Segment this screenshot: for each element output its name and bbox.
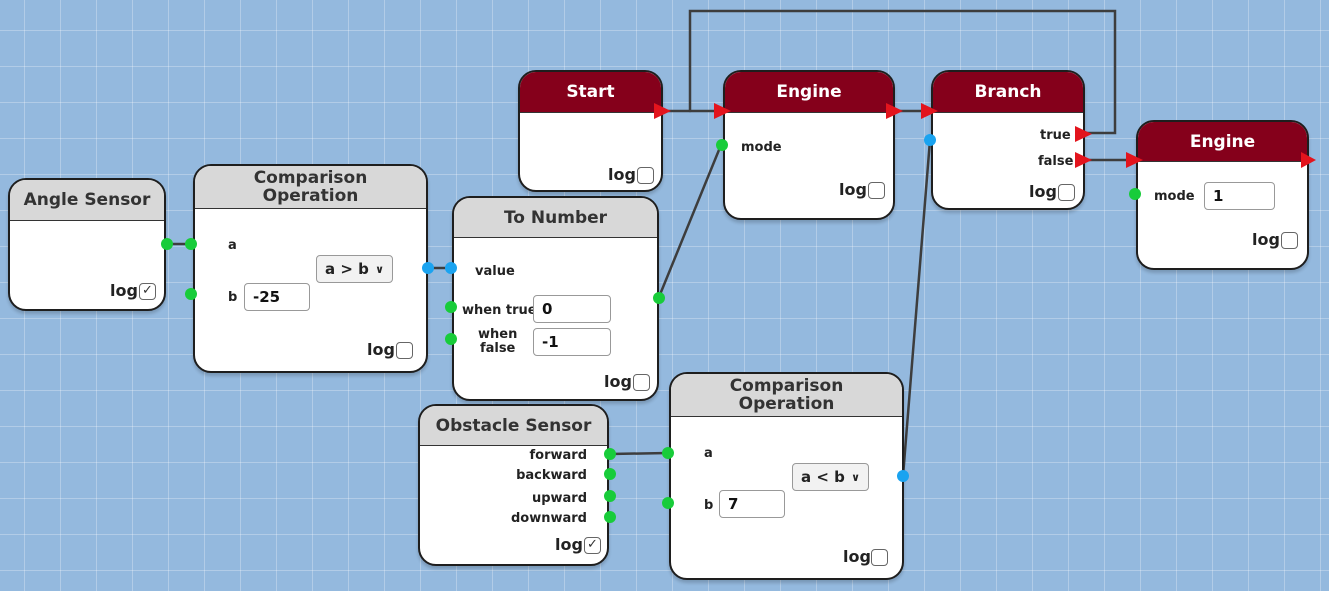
b-value-input[interactable]: -25 — [244, 283, 310, 311]
operator-select[interactable]: a > b ∨ — [316, 255, 393, 283]
when-false-input[interactable]: -1 — [533, 328, 611, 356]
flow-output-false[interactable] — [1075, 152, 1092, 168]
log-checkbox[interactable]: ✓ — [139, 283, 156, 300]
comparison-operation-node[interactable]: Comparison Operation a b -25 a > b ∨ log — [193, 164, 428, 373]
input-label-mode: mode — [741, 140, 782, 155]
input-label-value: value — [475, 264, 515, 279]
output-port-number[interactable] — [653, 292, 665, 304]
node-title: Start — [520, 72, 661, 113]
flow-input-engine[interactable] — [714, 103, 731, 119]
flow-output-engine[interactable] — [886, 103, 903, 119]
wire-compare2-to-branch — [901, 138, 932, 478]
input-port-when-false[interactable] — [445, 333, 457, 345]
obstacle-sensor-node[interactable]: Obstacle Sensor forward backward upward … — [418, 404, 609, 566]
node-title: Angle Sensor — [10, 180, 164, 221]
log-checkbox[interactable] — [637, 167, 654, 184]
title-line-2: Operation — [738, 394, 835, 414]
log-label: log — [110, 281, 138, 300]
output-port-backward[interactable] — [604, 468, 616, 480]
mode-input[interactable]: 1 — [1204, 182, 1275, 210]
label-line-2: false — [479, 341, 516, 356]
output-port-forward[interactable] — [604, 448, 616, 460]
log-label: log — [1252, 230, 1280, 249]
flow-input-branch[interactable] — [921, 103, 938, 119]
log-checkbox[interactable] — [396, 342, 413, 359]
input-label-when-true: when true — [462, 303, 537, 318]
wire-tonumber-to-mode — [657, 143, 723, 299]
input-port-condition[interactable] — [924, 134, 936, 146]
b-value-input[interactable]: 7 — [719, 490, 785, 518]
chevron-down-icon: ∨ — [851, 470, 860, 484]
flow-output-start[interactable] — [654, 103, 671, 119]
log-label: log — [367, 340, 395, 359]
log-label: log — [1029, 182, 1057, 201]
output-label-forward: forward — [529, 448, 588, 463]
output-port-result[interactable] — [422, 262, 434, 274]
flow-output-engine[interactable] — [1301, 152, 1316, 168]
input-port-b[interactable] — [662, 497, 674, 509]
output-label-false: false — [1038, 154, 1074, 169]
log-checkbox[interactable] — [868, 182, 885, 199]
input-port-when-true[interactable] — [445, 301, 457, 313]
flow-output-true[interactable] — [1075, 126, 1092, 142]
output-label-true: true — [1040, 128, 1071, 143]
comparison-operation-node[interactable]: Comparison Operation a b 7 a < b ∨ log — [669, 372, 904, 580]
log-label: log — [604, 372, 632, 391]
input-label-a: a — [228, 238, 237, 253]
log-checkbox[interactable] — [1058, 184, 1075, 201]
engine-node[interactable]: Engine mode 1 log — [1136, 120, 1309, 270]
angle-sensor-node[interactable]: Angle Sensor log ✓ — [8, 178, 166, 311]
log-checkbox[interactable] — [871, 549, 888, 566]
title-line-1: Comparison — [729, 376, 844, 396]
input-label-when-false: when false — [478, 328, 517, 356]
node-title: Comparison Operation — [195, 166, 426, 209]
node-title: Obstacle Sensor — [420, 406, 607, 446]
output-label-upward: upward — [531, 491, 587, 506]
input-port-mode[interactable] — [716, 139, 728, 151]
input-port-a[interactable] — [662, 447, 674, 459]
title-line-2: Operation — [262, 186, 359, 206]
input-label-b: b — [704, 498, 714, 513]
node-title: Comparison Operation — [671, 374, 902, 417]
input-port-a[interactable] — [185, 238, 197, 250]
engine-node[interactable]: Engine mode log — [723, 70, 895, 220]
check-icon: ✓ — [142, 283, 153, 298]
operator-value: a > b — [325, 260, 369, 278]
chevron-down-icon: ∨ — [375, 262, 384, 276]
output-port-angle[interactable] — [161, 238, 173, 250]
input-label-a: a — [704, 446, 713, 461]
branch-node[interactable]: Branch true false log — [931, 70, 1085, 210]
start-node[interactable]: Start log — [518, 70, 663, 192]
input-port-mode[interactable] — [1129, 188, 1141, 200]
when-true-input[interactable]: 0 — [533, 295, 611, 323]
output-port-downward[interactable] — [604, 511, 616, 523]
input-port-b[interactable] — [185, 288, 197, 300]
log-checkbox[interactable] — [1281, 232, 1298, 249]
log-checkbox[interactable]: ✓ — [584, 537, 601, 554]
output-port-upward[interactable] — [604, 490, 616, 502]
to-number-node[interactable]: To Number value when true 0 when false -… — [452, 196, 659, 401]
check-icon: ✓ — [587, 537, 598, 552]
output-label-backward: backward — [516, 468, 587, 483]
log-label: log — [839, 180, 867, 199]
label-line-1: when — [478, 327, 518, 342]
node-title: Engine — [725, 72, 893, 113]
log-label: log — [843, 547, 871, 566]
title-line-1: Comparison — [253, 168, 368, 188]
node-title: Engine — [1138, 122, 1307, 162]
flow-input-engine[interactable] — [1126, 152, 1143, 168]
log-label: log — [608, 165, 636, 184]
operator-value: a < b — [801, 468, 845, 486]
output-port-result[interactable] — [897, 470, 909, 482]
wire-forward-to-a — [608, 451, 670, 456]
input-label-b: b — [228, 290, 238, 305]
input-port-value[interactable] — [445, 262, 457, 274]
node-title: Branch — [933, 72, 1083, 113]
node-title: To Number — [454, 198, 657, 238]
log-label: log — [555, 535, 583, 554]
input-label-mode: mode — [1154, 189, 1195, 204]
log-checkbox[interactable] — [633, 374, 650, 391]
output-label-downward: downward — [510, 511, 587, 526]
operator-select[interactable]: a < b ∨ — [792, 463, 869, 491]
